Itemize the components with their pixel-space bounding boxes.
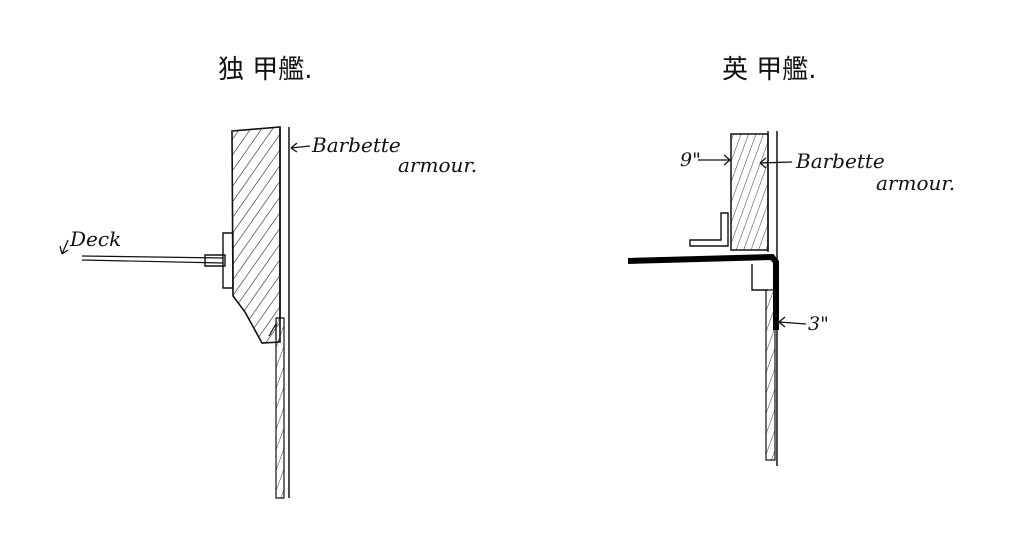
- right-thickness-upper-label: 9": [680, 149, 701, 171]
- left-deck-line: [81, 255, 224, 259]
- left-lower-plating-step: [268, 321, 277, 340]
- left-barbette-armour-block: [231, 126, 281, 344]
- left-deck-label: Deck: [69, 227, 121, 251]
- right-barbette-arrow: [759, 157, 793, 169]
- right-sketch: 英 甲艦. 9" Barbette armour. 3": [627, 55, 955, 466]
- left-barbette-arrow: [290, 142, 311, 153]
- right-armour-label: armour.: [876, 171, 955, 195]
- right-lower-angle: [751, 264, 768, 291]
- right-heavy-deck-line: [627, 253, 779, 330]
- right-barbette-armour-block: [730, 133, 769, 251]
- right-deck-bracket: [689, 212, 729, 247]
- right-thickness-lower-label: 3": [808, 313, 829, 335]
- left-deck-line-2: [81, 259, 224, 264]
- right-thickness-upper-arrow: [698, 154, 731, 166]
- right-barbette-label: Barbette: [795, 149, 885, 173]
- right-sketch-title: 英 甲艦.: [722, 55, 817, 85]
- right-thickness-lower-arrow: [778, 316, 807, 328]
- left-armour-label: armour.: [398, 153, 477, 177]
- left-barbette-label: Barbette: [311, 133, 401, 157]
- left-deck-bracket: [204, 232, 234, 289]
- left-lower-plating: [275, 317, 285, 499]
- left-sketch-title: 独 甲艦.: [218, 55, 313, 85]
- left-sketch: 独 甲艦. Barbette armour. Deck: [59, 55, 477, 499]
- left-deck-arrow: [59, 239, 69, 255]
- right-lower-plating: [765, 289, 776, 461]
